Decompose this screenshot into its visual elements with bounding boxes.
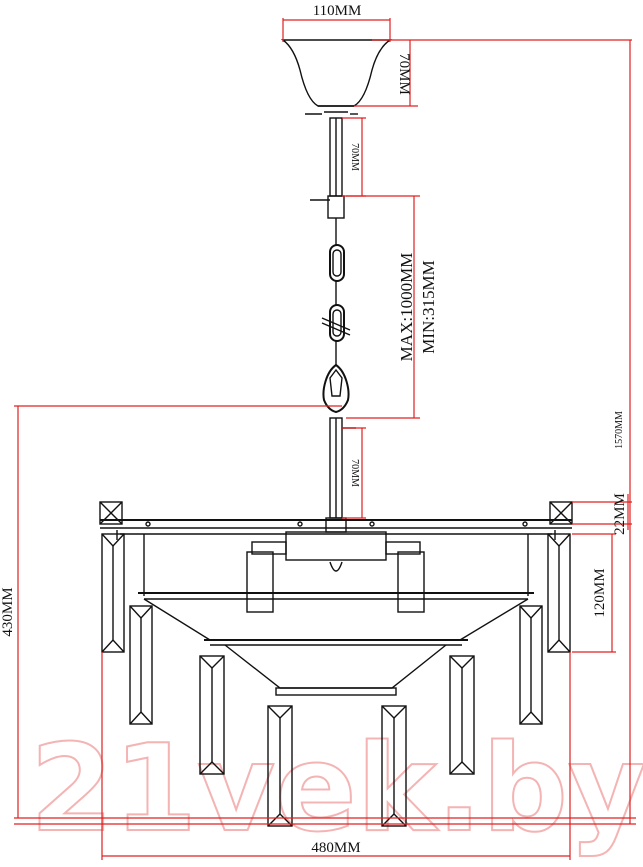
dim-upper-rod: 70MM xyxy=(349,143,360,171)
dim-canopy-height: 70MM xyxy=(396,53,412,95)
support-bars xyxy=(116,530,556,596)
crystal xyxy=(199,655,225,775)
crystal xyxy=(129,605,153,725)
chain xyxy=(321,218,351,414)
dim-ring-spacing: 120MM xyxy=(592,568,608,617)
dim-chain-max: MAX:1000MM xyxy=(397,253,416,362)
top-ring xyxy=(99,501,573,535)
dim-canopy-width: 110MM xyxy=(313,3,362,19)
bowl xyxy=(138,592,534,696)
watermark: 21vek.by xyxy=(30,720,643,859)
upper-rod xyxy=(310,117,345,219)
dim-top-ring: 22MM xyxy=(612,493,628,535)
dim-width: 480MM xyxy=(311,840,360,856)
dim-total-height: 1570MM xyxy=(614,411,625,449)
lamp-hub xyxy=(246,531,425,613)
dim-lower-rod: 70MM xyxy=(349,459,360,487)
crystal xyxy=(449,655,475,775)
dim-chain-min: MIN:315MM xyxy=(419,260,438,354)
crystal xyxy=(519,605,543,725)
crystal xyxy=(381,705,407,827)
dim-body-height: 430MM xyxy=(0,587,16,636)
canopy xyxy=(280,39,393,115)
crystal xyxy=(547,533,571,653)
crystal xyxy=(101,533,125,653)
crystal-pendants xyxy=(101,533,571,827)
dimension-lines xyxy=(14,18,636,860)
crystal xyxy=(267,705,293,827)
